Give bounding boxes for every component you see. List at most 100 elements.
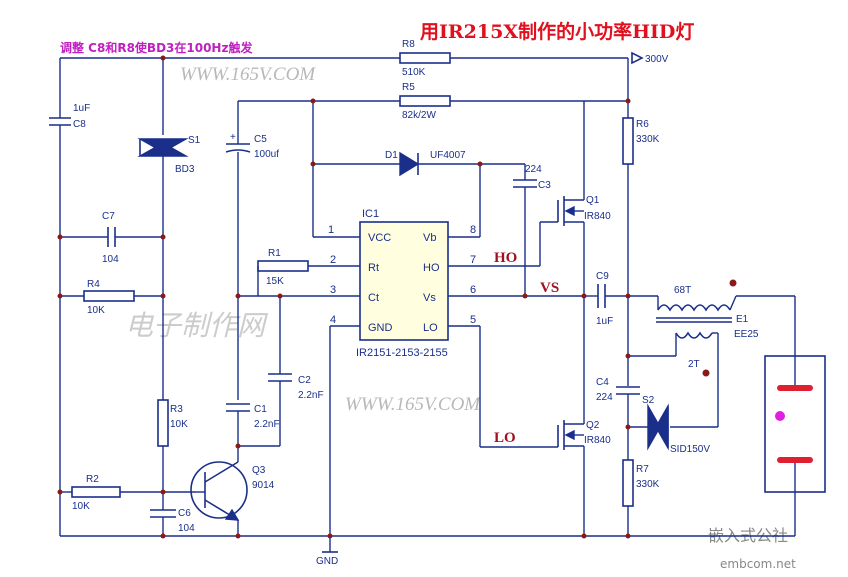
d1-value: UF4007 (430, 150, 466, 161)
transistor-q3: Q3 9014 (190, 446, 275, 536)
ic1-pin-name-2: Rt (368, 262, 379, 274)
r3-value: 10K (170, 419, 188, 430)
ic1-pin-name-1: VCC (368, 232, 391, 244)
capacitor-c8: 1uF C8 (49, 103, 90, 536)
c8-ref: C8 (73, 119, 86, 130)
diode-d1: D1 UF4007 (313, 150, 525, 237)
ic1-pin-name-3: Ct (368, 292, 379, 304)
c2-value: 2.2nF (298, 390, 324, 401)
mosfet-q1: Q1 IR840 (557, 190, 611, 296)
ic1-pin-name-8: Vb (423, 232, 436, 244)
r2-value: 10K (72, 501, 90, 512)
t1-ref: E1 (736, 314, 749, 325)
ho-label: HO (494, 250, 517, 266)
c2-ref: C2 (298, 375, 311, 386)
q1-ref: Q1 (586, 195, 600, 206)
ic1-pin-num-3: 3 (330, 284, 336, 296)
ic1-pin-num-4: 4 (330, 314, 336, 326)
capacitor-c5: + C5 100uf (225, 132, 279, 400)
r5-ref: R5 (402, 82, 415, 93)
resistor-r1: R1 15K (257, 248, 360, 296)
ic1-pin-num-5: 5 (470, 314, 476, 326)
c8-value: 1uF (73, 103, 90, 114)
watermark-bottom: WWW.165V.COM (345, 394, 481, 415)
c5-ref: C5 (254, 134, 267, 145)
diagram-subtitle: 调整 C8和R8使BD3在100Hz触发 (60, 40, 253, 55)
capacitor-c1: C1 2.2nF (226, 403, 280, 446)
capacitor-c7: C7 104 (60, 211, 163, 265)
ic1-ref: IC1 (362, 208, 379, 220)
c3-value: 224 (525, 164, 542, 175)
c3-ref: C3 (538, 180, 551, 191)
t1-value: EE25 (734, 329, 759, 340)
t1-secondary: 2T (688, 359, 700, 370)
r1-value: 15K (266, 276, 284, 287)
resistor-r8: R8 510K (399, 39, 451, 78)
ho-line (500, 221, 558, 267)
c1-ref: C1 (254, 404, 267, 415)
junction-dots (57, 55, 631, 539)
capacitor-c9: C9 1uF (584, 271, 658, 327)
capacitor-c2: C2 2.2nF (268, 296, 324, 446)
c6-ref: C6 (178, 508, 191, 519)
d1-ref: D1 (385, 150, 398, 161)
r7-value: 330K (636, 479, 660, 490)
watermark-top: WWW.165V.COM (180, 64, 316, 85)
r2-ref: R2 (86, 474, 99, 485)
c5-plus-icon: + (230, 132, 236, 143)
t1-primary: 68T (674, 285, 691, 296)
ic1-pin-num-1: 1 (328, 224, 334, 236)
supply-arrow-icon (631, 51, 644, 65)
ic1-pin-num-7: 7 (470, 254, 476, 266)
ground-rail (60, 326, 795, 553)
resistor-r6: R6 330K (622, 117, 660, 296)
c4-value: 224 (596, 392, 613, 403)
c6-value: 104 (178, 523, 195, 534)
q3-ref: Q3 (252, 465, 266, 476)
c1-value: 2.2nF (254, 419, 280, 430)
c9-value: 1uF (596, 316, 613, 327)
transformer-e1: 68T 2T E1 EE25 (628, 279, 795, 428)
q2-ref: Q2 (586, 420, 600, 431)
capacitor-c6: C6 104 (150, 500, 195, 536)
lo-line (479, 326, 558, 448)
r5-rail-wires (237, 100, 628, 237)
q1-value: IR840 (584, 211, 611, 222)
sidac-s2: S2 SID150V (628, 395, 710, 455)
q2-value: IR840 (584, 435, 611, 446)
mosfet-q2: Q2 IR840 (557, 296, 611, 536)
ic1-pin-name-6: Vs (423, 292, 436, 304)
c7-ref: C7 (102, 211, 115, 222)
lo-label: LO (494, 430, 516, 446)
r4-value: 10K (87, 305, 105, 316)
hid-lamp (764, 296, 826, 536)
resistor-r4: R4 10K (60, 279, 163, 316)
c7-value: 104 (102, 254, 119, 265)
ic1-part: IR2151-2153-2155 (356, 347, 448, 359)
capacitor-c4: C4 224 (596, 377, 640, 460)
resistor-r5: R5 82k/2W (399, 82, 451, 121)
watermark-cn: 电子制作网 (125, 309, 269, 342)
r6-value: 330K (636, 134, 660, 145)
diac-s1: S1 BD3 (137, 135, 201, 236)
s2-ref: S2 (642, 395, 655, 406)
resistor-r7: R7 330K (622, 459, 660, 536)
top-rail-wires (59, 57, 629, 135)
r6-ref: R6 (636, 119, 649, 130)
ic1-pin-name-5: LO (423, 322, 438, 334)
s1-value: BD3 (175, 164, 195, 175)
s1-ref: S1 (188, 135, 201, 146)
c4-ref: C4 (596, 377, 609, 388)
capacitor-c3: 224 C3 (513, 164, 551, 296)
vs-label: VS (540, 280, 559, 296)
r3-ref: R3 (170, 404, 183, 415)
r4-ref: R4 (87, 279, 100, 290)
r7-ref: R7 (636, 464, 649, 475)
r5-value: 82k/2W (402, 110, 436, 121)
ic1-pin-name-4: GND (368, 322, 393, 334)
r8-value: 510K (402, 67, 426, 78)
ic1-pin-num-8: 8 (470, 224, 476, 236)
s2-value: SID150V (670, 444, 710, 455)
ic1-pin-num-6: 6 (470, 284, 476, 296)
